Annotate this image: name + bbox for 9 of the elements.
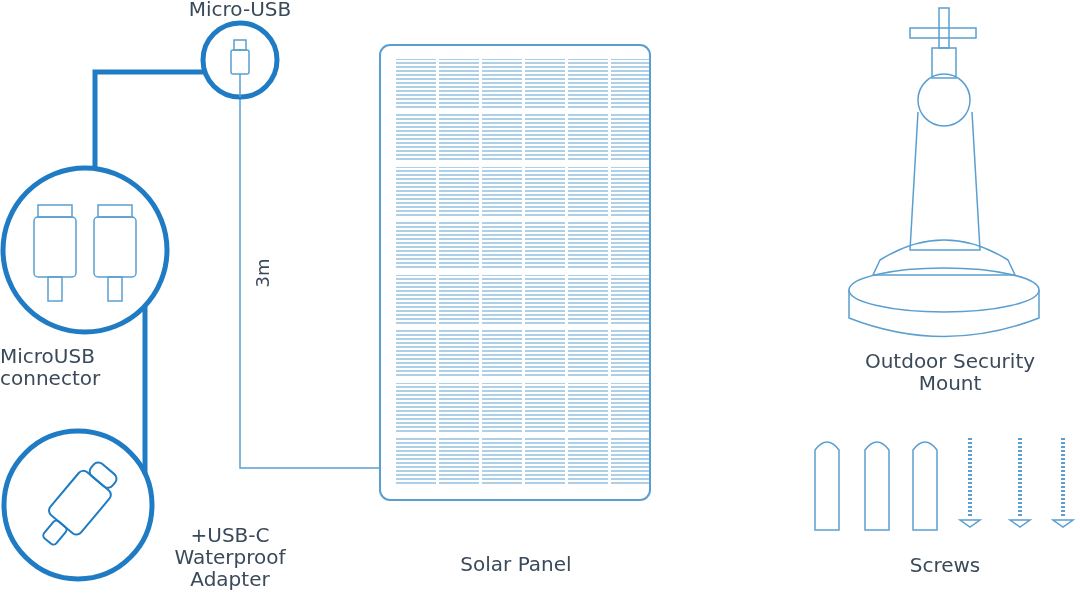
cable-line bbox=[92, 69, 203, 169]
part-label: Outdoor Security Mount bbox=[863, 350, 1037, 394]
part-label: Screws bbox=[908, 554, 982, 576]
part-label: Solar Panel bbox=[459, 553, 573, 575]
part-label: Micro-USB bbox=[187, 0, 293, 20]
cable-line bbox=[142, 306, 148, 474]
part-label: +USB-C Waterproof Adapter bbox=[173, 524, 287, 590]
cable-line bbox=[239, 97, 381, 469]
part-label: MicroUSB connector bbox=[0, 345, 102, 389]
